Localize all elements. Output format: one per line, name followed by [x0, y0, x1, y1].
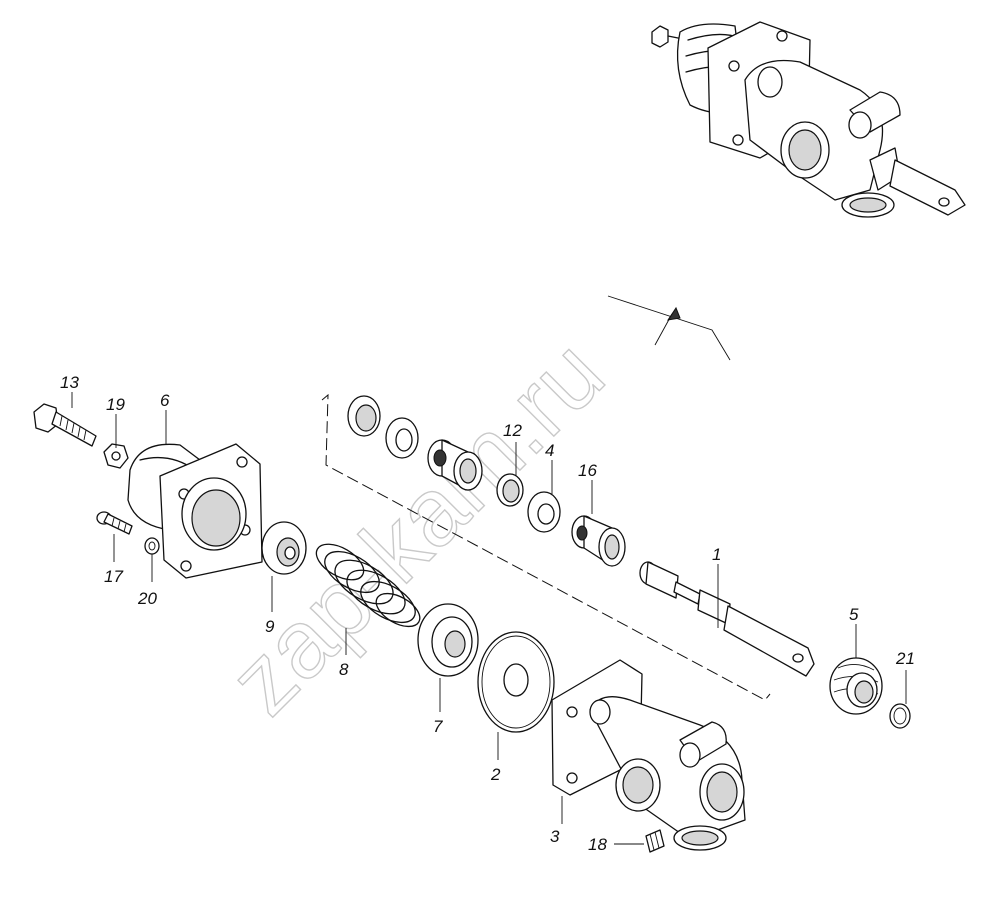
leader-lines	[71, 392, 907, 845]
callout-9: 9	[265, 617, 275, 636]
part-13-sleeve	[571, 515, 626, 567]
callout-3: 3	[550, 827, 560, 846]
assembled-valve	[651, 21, 966, 218]
callout-5: 5	[849, 605, 859, 624]
part-19-nut	[103, 443, 129, 469]
callout-19: 19	[106, 395, 125, 414]
part-12-o-ring	[496, 473, 524, 507]
callout-7: 7	[433, 717, 443, 736]
part-1-stem	[639, 561, 815, 677]
callout-4: 4	[545, 441, 554, 460]
part-20-washer	[144, 537, 160, 555]
seal-ring	[347, 395, 381, 437]
callout-13: 16	[578, 461, 597, 480]
valve-cartridge	[427, 439, 483, 491]
callout-16: 13	[60, 373, 79, 392]
callout-21: 21	[895, 649, 915, 668]
part-6-cover	[127, 443, 263, 579]
callout-12: 12	[503, 421, 522, 440]
callout-6: 6	[160, 391, 170, 410]
part-4-ring	[527, 491, 561, 533]
part-18-set-screw	[645, 829, 665, 853]
part-7-ring	[417, 603, 479, 677]
callout-8: 8	[339, 660, 349, 679]
part-16-bolt	[33, 403, 97, 447]
callout-18: 18	[588, 835, 607, 854]
part-3-housing	[551, 659, 746, 851]
part-17-screw	[96, 511, 133, 535]
callout-2: 2	[490, 765, 501, 784]
spacer-ring	[385, 417, 419, 459]
callout-1: 1	[712, 545, 721, 564]
callout-17: 17	[104, 567, 123, 586]
part-2-diaphragm	[477, 631, 555, 733]
part-21-ring	[889, 703, 911, 729]
callout-20: 20	[137, 589, 157, 608]
part-9-disc	[261, 521, 307, 575]
part-8-spring	[315, 543, 421, 628]
part-5-plug	[829, 657, 883, 715]
